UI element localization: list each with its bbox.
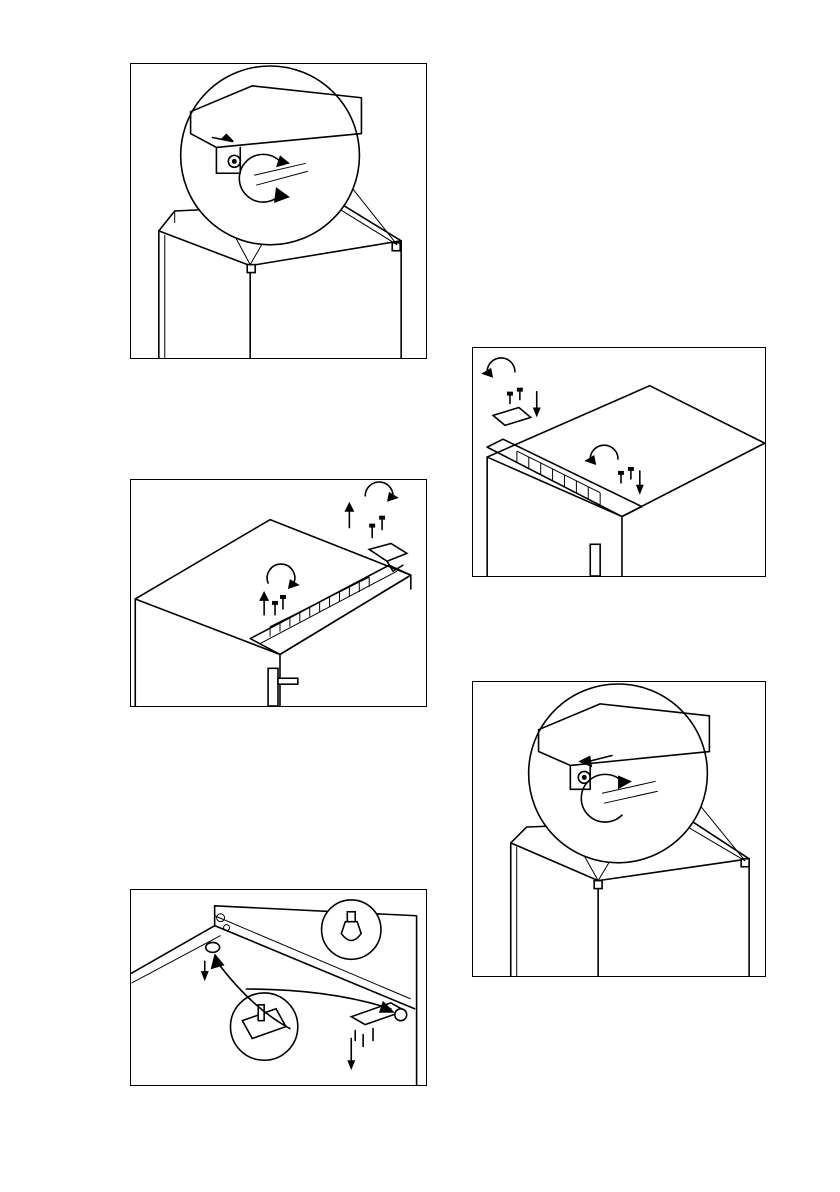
door-handle — [268, 668, 278, 706]
illustration-unscrew-top-hinge — [130, 479, 427, 707]
illustration-swap-bottom-hinge — [130, 889, 427, 1086]
hinge-screw-left — [247, 265, 255, 273]
up-arrow-icon-2 — [344, 502, 354, 512]
rail-vents-icon — [270, 577, 369, 636]
screws-icon — [507, 388, 634, 483]
down-arrow-icon-2 — [636, 485, 644, 495]
unscrew-top-hinge-drawing — [131, 480, 426, 706]
hinge-bracket — [369, 543, 407, 561]
swap-bottom-hinge-drawing — [131, 890, 426, 1085]
down-arrow-icon — [201, 971, 209, 981]
illustration-refit-top-hinge — [472, 347, 766, 577]
illustration-remove-hinge-cover — [130, 63, 427, 359]
hinge-screw-left — [594, 881, 602, 889]
screws-icon — [272, 516, 385, 615]
down-arrow-icon-2 — [347, 1060, 355, 1070]
illustration-refit-hinge-cover — [472, 681, 766, 977]
door-handle — [590, 544, 600, 576]
hinge-screw-right — [741, 859, 749, 867]
hinge-bracket — [493, 407, 531, 425]
magnifier-circle — [529, 684, 708, 863]
up-arrow-icon — [259, 591, 269, 601]
remove-hinge-cover-drawing — [131, 64, 426, 358]
screws-icon — [355, 1029, 373, 1047]
refit-top-hinge-drawing — [473, 348, 765, 576]
refit-hinge-cover-drawing — [473, 682, 765, 976]
down-arrow-icon — [533, 407, 541, 417]
leveling-foot — [206, 942, 220, 952]
